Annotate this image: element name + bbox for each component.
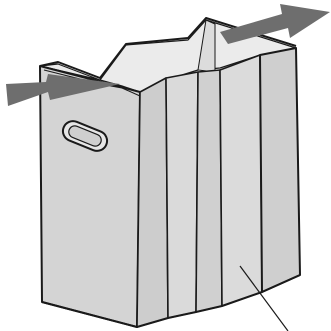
front-pleat-3 [196, 70, 222, 312]
right-arrow-shape [220, 4, 330, 44]
expand-arrow-icon [220, 4, 330, 44]
right-side-panel [260, 48, 300, 292]
front-pleat-1 [137, 78, 168, 327]
front-pleat-2 [166, 72, 198, 318]
left-side-panel [40, 66, 140, 327]
